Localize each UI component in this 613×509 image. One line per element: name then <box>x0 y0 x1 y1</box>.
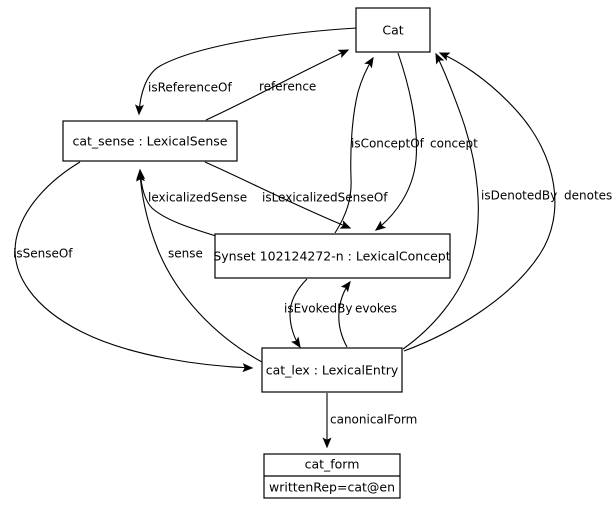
node-label-synset: Synset 102124272-n : LexicalConcept <box>213 249 450 264</box>
node-synset[interactable]: Synset 102124272-n : LexicalConcept <box>213 233 451 279</box>
edge-path-concept <box>374 52 418 231</box>
edge-isEvokedBy: isEvokedBy <box>284 278 352 349</box>
node-cat-lex[interactable]: cat_lex : LexicalEntry <box>261 347 403 393</box>
edge-path-isSenseOf <box>14 161 254 373</box>
edge-path-isEvokedBy <box>289 278 308 349</box>
edge-isConceptOf: isConceptOf <box>334 56 425 234</box>
edge-isLexicalizedSenseOf: isLexicalizedSenseOf <box>204 161 388 229</box>
edge-isReferenceOf: isReferenceOf <box>134 27 358 116</box>
edge-evokes: evokes <box>338 280 397 348</box>
edge-isSenseOf: isSenseOf <box>13 161 254 373</box>
node-attribute-cat-form-writtenrep: writtenRep=cat@en <box>269 480 395 495</box>
edge-path-sense <box>135 170 263 363</box>
node-label-cat-lex: cat_lex : LexicalEntry <box>266 363 399 378</box>
node-cat-form[interactable]: cat_form writtenRep=cat@en <box>263 453 401 499</box>
edge-label-isReferenceOf: isReferenceOf <box>148 81 232 95</box>
edge-path-lexicalizedSense <box>136 168 217 237</box>
edge-label-reference: reference <box>259 80 316 94</box>
edge-sense: sense <box>135 170 263 363</box>
edge-path-evokes <box>338 280 351 348</box>
edge-label-isDenotedBy: isDenotedBy <box>481 189 557 203</box>
edge-path-isLexicalizedSenseOf <box>204 161 352 229</box>
edge-canonicalForm: canonicalForm <box>322 393 417 449</box>
edge-path-isDenotedBy <box>402 52 479 350</box>
edge-label-sense: sense <box>168 247 203 261</box>
edge-isDenotedBy: isDenotedBy <box>402 52 557 350</box>
node-label-cat-sense: cat_sense : LexicalSense <box>72 134 227 149</box>
edge-lexicalizedSense: lexicalizedSense <box>136 168 247 237</box>
edge-concept: concept <box>374 52 478 231</box>
node-label-cat: Cat <box>382 23 403 38</box>
node-box-synset[interactable] <box>214 233 451 279</box>
edge-label-canonicalForm: canonicalForm <box>330 413 417 427</box>
edge-label-concept: concept <box>430 137 478 151</box>
edge-label-isSenseOf: isSenseOf <box>13 247 73 261</box>
node-label-cat-form: cat_form <box>305 457 360 472</box>
node-box-cat[interactable] <box>355 7 431 53</box>
edge-denotes: denotes <box>403 52 612 352</box>
edge-label-denotes: denotes <box>564 189 612 203</box>
edge-path-isReferenceOf <box>134 27 358 116</box>
edge-path-isConceptOf <box>334 56 374 234</box>
node-cat-sense[interactable]: cat_sense : LexicalSense <box>62 120 238 162</box>
node-box-cat-lex[interactable] <box>261 347 403 393</box>
node-cat[interactable]: Cat <box>355 7 431 53</box>
node-box-cat-sense[interactable] <box>62 120 238 162</box>
edge-label-isConceptOf: isConceptOf <box>351 137 425 151</box>
edge-reference: reference <box>205 49 350 121</box>
edge-label-evokes: evokes <box>355 302 397 316</box>
edge-path-denotes <box>403 52 556 352</box>
edge-label-lexicalizedSense: lexicalizedSense <box>148 191 247 205</box>
edge-path-reference <box>205 49 350 121</box>
edge-label-isEvokedBy: isEvokedBy <box>284 302 352 316</box>
edge-label-isLexicalizedSenseOf: isLexicalizedSenseOf <box>262 191 388 205</box>
